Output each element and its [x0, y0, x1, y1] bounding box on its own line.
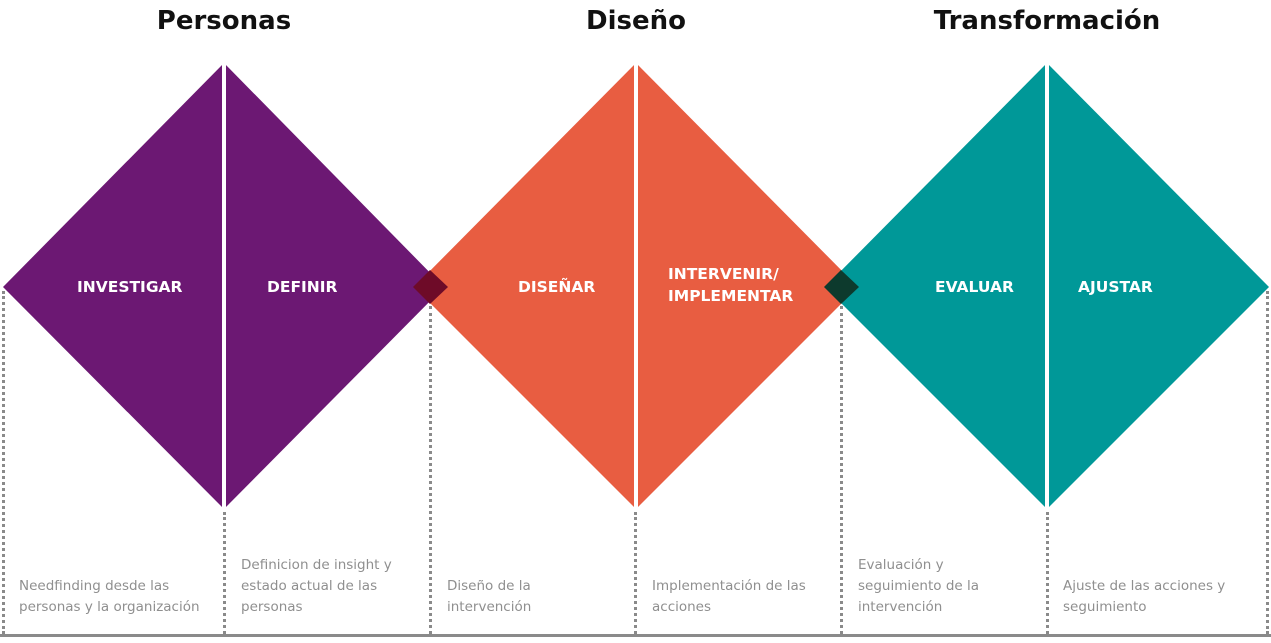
guide-line-junction-1	[429, 306, 432, 634]
stage-label-intervenir-line1: INTERVENIR/	[668, 265, 779, 283]
guide-line-personas	[223, 512, 226, 634]
stage-label-definir: DEFINIR	[267, 278, 338, 296]
stage-label-intervenir-line2: IMPLEMENTAR	[668, 287, 794, 305]
diseno-transformacion-junction	[824, 270, 859, 304]
description-disenar: Diseño de la intervención	[447, 578, 532, 615]
stage-label-investigar: INVESTIGAR	[77, 278, 183, 296]
phase-title-personas: Personas	[156, 6, 292, 36]
baseline	[0, 634, 1271, 637]
stage-label-intervenir: INTERVENIR/ IMPLEMENTAR	[668, 263, 793, 307]
guide-line-diseno	[634, 512, 637, 634]
description-evaluar: Evaluación y seguimiento de la intervenc…	[858, 557, 980, 615]
guide-line-right-edge	[1266, 291, 1269, 634]
stage-label-ajustar: AJUSTAR	[1078, 278, 1153, 296]
stage-label-evaluar: EVALUAR	[935, 278, 1014, 296]
description-definir: Definicion de insight y estado actual de…	[241, 557, 392, 615]
guide-line-junction-2	[840, 306, 843, 634]
guide-line-transformacion	[1046, 512, 1049, 634]
phase-title-diseno: Diseño	[586, 6, 686, 36]
description-investigar: Needfinding desde las personas y la orga…	[19, 578, 200, 615]
description-ajustar: Ajuste de las acciones y seguimiento	[1063, 578, 1226, 615]
phase-title-transformacion: Transformación	[933, 6, 1161, 36]
guide-line-left-edge	[2, 291, 5, 634]
personas-diseno-junction	[413, 270, 448, 304]
description-intervenir: Implementación de las acciones	[652, 578, 806, 615]
stage-label-disenar: DISEÑAR	[518, 278, 596, 296]
